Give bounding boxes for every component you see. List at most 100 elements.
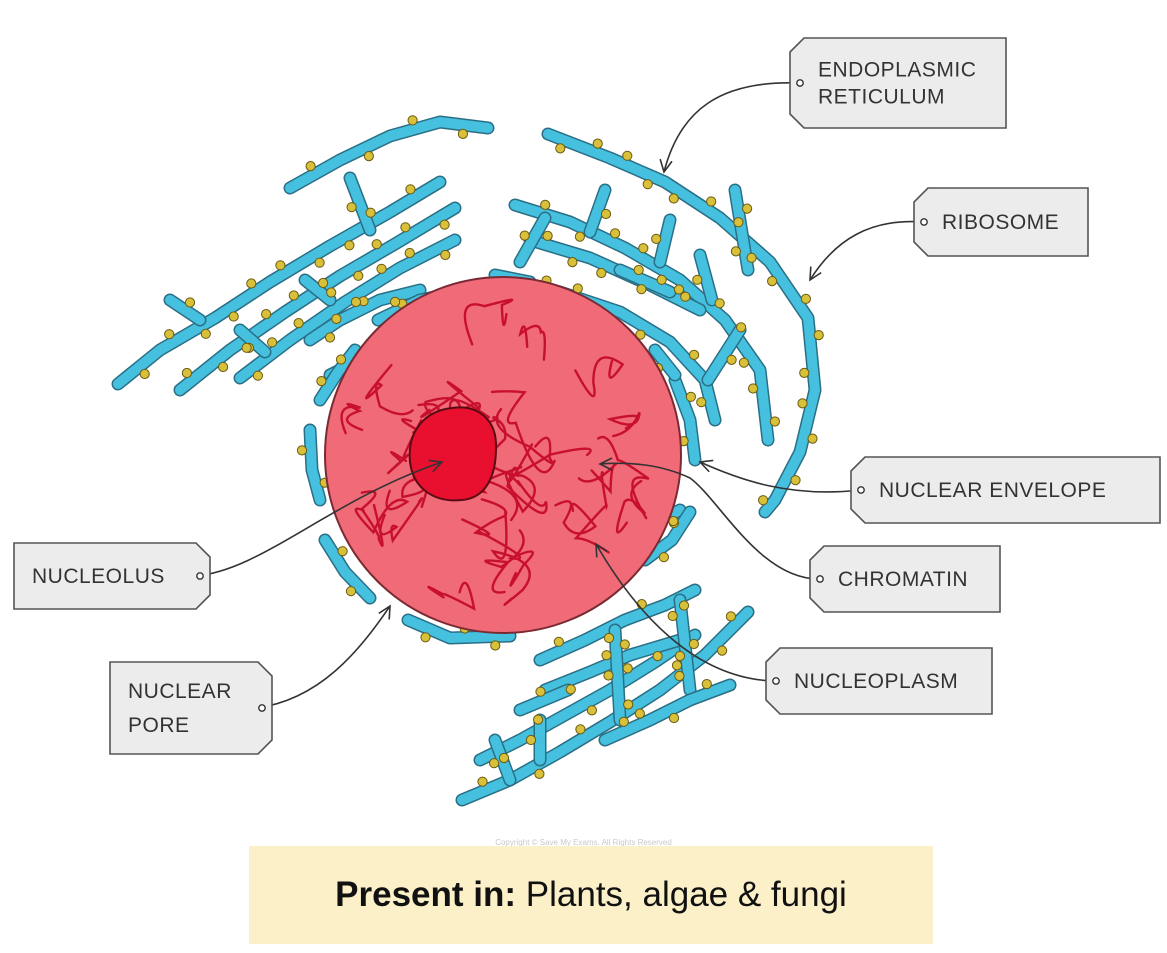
er-tube [235,325,270,357]
er-tube [610,625,625,725]
ribosome-dot [680,291,691,302]
nucleoplasm-tag-shape [765,647,993,715]
nucleoplasm-area [324,276,682,634]
ribosome-dot [489,758,500,769]
chromatin-strand [615,479,647,534]
ribosome-dot [293,318,304,329]
ribosome-dot [671,660,683,671]
nuclear-pore-label-line: NUCLEAR [128,680,232,703]
endoplasmic-reticulum-tag-hole [796,79,804,87]
ribosome-dot [767,276,778,287]
ribosome-dot [335,354,347,365]
ribosome-dot [674,670,685,682]
ribosome-dot [440,249,451,261]
ribosome-dot [477,776,488,787]
endoplasmic-reticulum-label-line: RETICULUM [818,86,945,109]
chromatin-label-line: CHROMATIN [838,568,968,591]
ribosome-dot [635,329,646,340]
chromatin-strand [354,489,410,535]
ribosome-dot [200,328,211,339]
ribosome-dot [252,370,263,381]
chromatin-strand [365,363,414,416]
nuclear-pore-arrowhead [378,604,391,620]
chromatin-strand [490,510,531,606]
ribosome-dot [324,332,336,343]
ribosome-dot [407,115,418,126]
er-tube [345,173,375,235]
ribosome-tag-hole [920,218,928,226]
ribosome-label-line: RIBOSOME [942,211,1059,234]
nuclear-envelope-label-line: NUCLEAR ENVELOPE [879,479,1106,502]
ribosome-dot [636,284,647,295]
ribosome-dot [726,354,737,365]
nucleoplasm-arrowhead [595,542,608,558]
ribosome-dot [652,651,663,662]
ribosome-dot [363,151,374,162]
er-tube [655,215,675,267]
ribosome-dot [555,143,566,154]
ribosome-dot [685,391,697,402]
er-tube [285,117,493,193]
ribosome-dot [758,495,769,506]
chromatin-strand [461,498,508,536]
chromatin-strand [506,466,548,514]
ribosome-dot [218,361,229,373]
nucleolus-shape [408,406,498,502]
ribosome-dot [667,610,678,622]
chromatin-strand [340,402,364,435]
ribosome-dot [668,193,679,204]
ribosome-dot [540,199,551,210]
nuclear-pore-leader [255,605,391,709]
chromatin-strand [490,390,556,474]
ribosome-dot [490,640,501,651]
chromatin-strands [340,298,650,611]
ribosome-dot [800,293,812,304]
ribosome-dot [267,337,278,348]
endoplasmic-reticulum-tag-shape [789,37,1007,129]
nuclear-envelope-tag: NUCLEAR ENVELOPE [850,456,1161,524]
ribosome-dot [674,650,686,662]
ribosome-dot [678,600,690,611]
ribosome-dot [139,368,150,380]
ribosome-dot [228,311,239,322]
ribosome-dot [622,663,633,674]
ribosome-dot [337,546,348,557]
ribosome-dot [344,240,355,251]
er-tube [540,635,685,695]
ribosome-dot [567,257,578,268]
nucleolus-label-line: NUCLEOLUS [32,565,165,588]
ribosome-dot [350,296,362,308]
copyright-notice: Copyright © Save My Exams. All Rights Re… [495,838,672,847]
ribosome-dot [519,230,530,241]
ribosome-dot [405,184,416,195]
ribosome-dot [390,296,401,307]
er-tube [640,507,695,565]
ribosome-dot [246,278,257,289]
ribosome-dot [623,699,634,710]
nucleoplasm-tag: NUCLEOPLASM [765,647,993,715]
ribosome-dot [525,734,537,746]
ribosome-dot [746,252,757,263]
nuclear-envelope-tag-shape [850,456,1161,524]
present-in-banner: Present in: Plants, algae & fungi [249,846,933,944]
chromatin-tag-shape [809,545,1001,613]
ribosome-dot [610,228,621,239]
er-tube [305,425,325,505]
er-tube [515,213,550,267]
chromatin-strand [484,529,525,594]
er-tube [670,375,700,465]
endoplasmic-reticulum-arrowhead [659,158,673,174]
chromatin-tag-hole [816,575,824,583]
ribosome-dot [553,636,564,647]
chromatin-strand [387,419,423,475]
nucleoplasm-leader [595,543,777,682]
ribosome-dot [533,714,544,725]
chromatin-strand [573,471,610,554]
er-tube [403,615,515,643]
nucleolus-tag-hole [196,572,204,580]
ribosome-dot [535,686,546,697]
ribosome-dot [376,263,387,274]
er-tube [300,275,335,305]
ribosome-dot [673,284,685,295]
